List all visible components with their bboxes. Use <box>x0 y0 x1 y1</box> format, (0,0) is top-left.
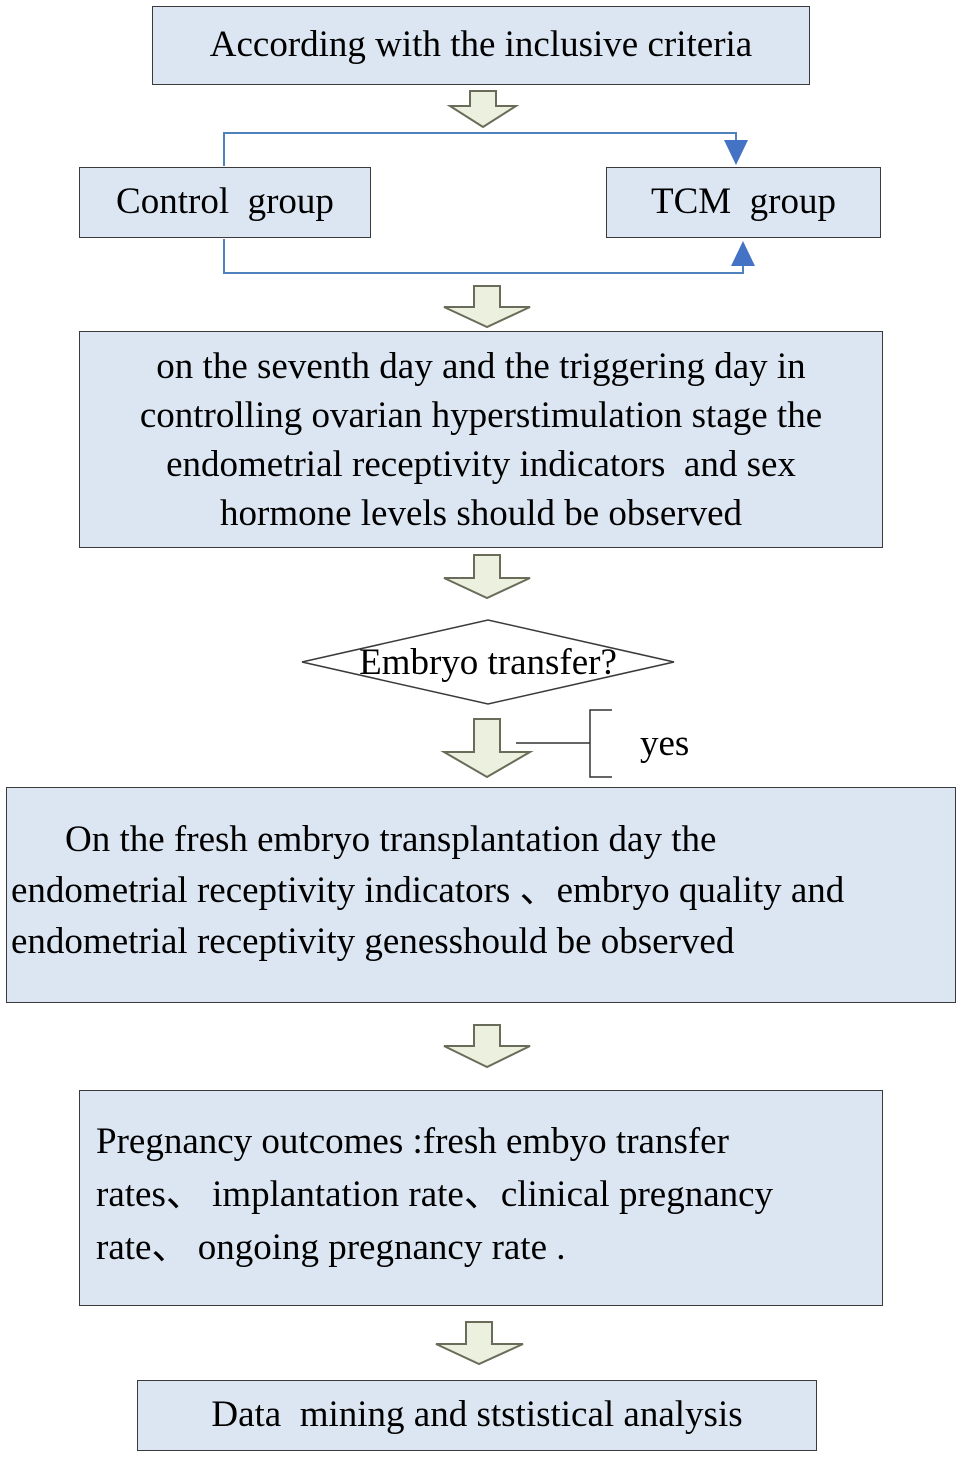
transplantation-line: endometrial receptivity genesshould be o… <box>11 920 735 962</box>
decision-text: Embryo transfer? <box>359 641 617 683</box>
data-analysis-text: Data mining and ststistical analysis <box>211 1394 743 1436</box>
down-arrow-icon <box>443 1024 531 1069</box>
down-arrow-icon <box>440 718 534 779</box>
yes-bracket <box>589 709 612 778</box>
transplantation-line: endometrial receptivity indicators 、embr… <box>11 869 845 911</box>
inclusion-criteria-text: According with the inclusive criteria <box>209 24 753 66</box>
down-arrow-icon <box>443 554 531 600</box>
decision-diamond <box>301 619 675 705</box>
down-arrow-icon <box>435 1321 524 1366</box>
pregnancy-outcomes-line: Pregnancy outcomes :fresh embyo transfer <box>96 1120 729 1162</box>
pregnancy-outcomes-box: Pregnancy outcomes :fresh embyo transfer… <box>79 1090 883 1306</box>
observation-line: controlling ovarian hyperstimulation sta… <box>139 394 823 436</box>
control-to-tcm-connector-bottom <box>223 239 744 274</box>
tcm-group-text: TCM group <box>651 181 836 223</box>
inclusion-criteria-box: According with the inclusive criteria <box>152 6 810 85</box>
tcm-group-box: TCM group <box>606 167 881 238</box>
data-analysis-box: Data mining and ststistical analysis <box>137 1380 817 1451</box>
observation-text: on the seventh day and the triggering da… <box>140 342 822 538</box>
transplantation-box: On the fresh embryo transplantation day … <box>6 787 956 1003</box>
arrowhead-up-icon <box>731 241 755 266</box>
observation-box: on the seventh day and the triggering da… <box>79 331 883 548</box>
pregnancy-outcomes-line: rate、 ongoing pregnancy rate . <box>96 1226 566 1268</box>
down-arrow-icon <box>446 90 520 129</box>
observation-line: endometrial receptivity indicators and s… <box>166 443 796 485</box>
down-arrow-icon <box>443 285 531 329</box>
transplantation-text: On the fresh embryo transplantation day … <box>7 814 844 967</box>
control-group-text: Control group <box>116 181 334 223</box>
decision-label: Embryo transfer? <box>302 638 674 686</box>
yes-label: yes <box>640 723 690 764</box>
control-to-tcm-connector-top <box>223 132 737 166</box>
observation-line: on the seventh day and the triggering da… <box>156 345 806 387</box>
pregnancy-outcomes-line: rates、 implantation rate、clinical pregna… <box>96 1173 774 1215</box>
observation-line: hormone levels should be observed <box>220 492 742 534</box>
control-group-box: Control group <box>79 167 371 238</box>
arrowhead-down-icon <box>724 140 748 165</box>
transplantation-line: On the fresh embryo transplantation day … <box>65 818 717 860</box>
pregnancy-outcomes-text: Pregnancy outcomes :fresh embyo transfer… <box>80 1115 773 1274</box>
